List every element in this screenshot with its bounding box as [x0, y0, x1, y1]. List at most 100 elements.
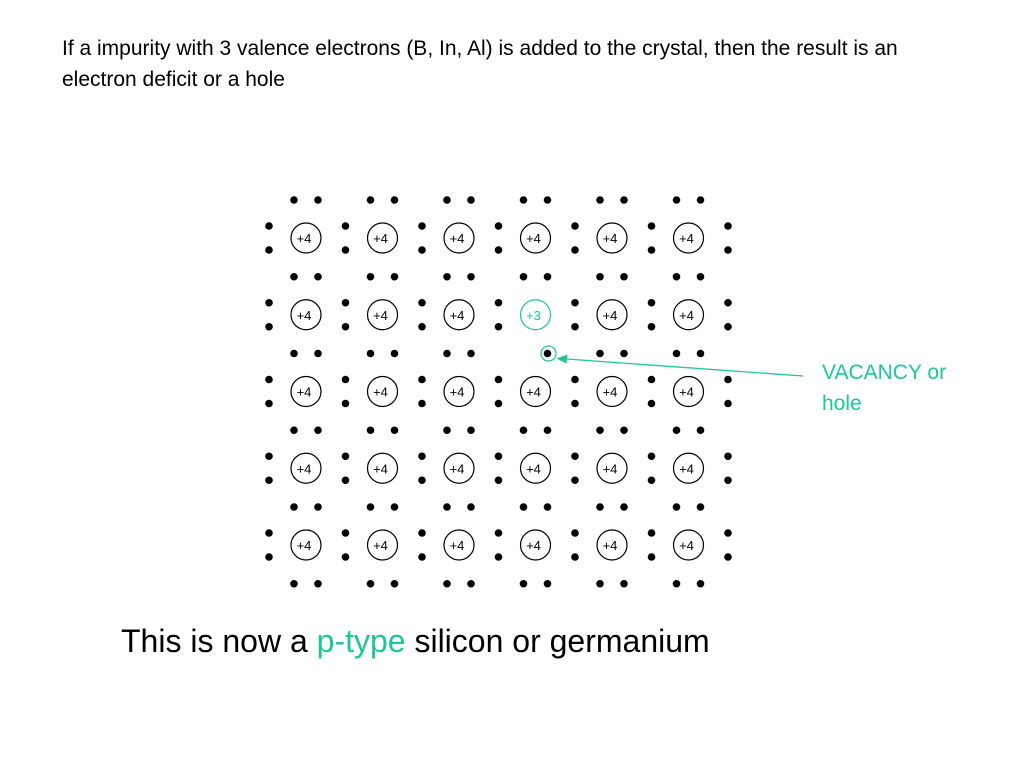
conclusion-suffix: silicon or germanium [405, 623, 710, 659]
electron [672, 503, 681, 511]
electron [390, 503, 399, 511]
electron [341, 375, 350, 384]
electron [724, 322, 732, 331]
electron [418, 222, 426, 230]
atom: +4 [596, 375, 628, 408]
atom-label: +4 [450, 461, 465, 476]
electron [724, 476, 732, 485]
electron [596, 503, 604, 511]
electron [647, 529, 656, 537]
electron [494, 529, 503, 537]
atom-label: +4 [526, 538, 541, 553]
electron [647, 452, 656, 461]
electron [620, 426, 628, 435]
electron [290, 272, 298, 281]
electron [443, 579, 451, 588]
atom-circle [366, 529, 399, 561]
electron [443, 503, 451, 511]
electron [620, 349, 628, 358]
electron [314, 579, 322, 588]
electron [672, 272, 681, 281]
electron [724, 375, 732, 384]
atom-label: +4 [297, 461, 312, 476]
atom: +4 [443, 375, 475, 408]
electron [443, 272, 451, 281]
electron [341, 246, 350, 254]
electron [724, 529, 732, 537]
atom-label: +4 [603, 538, 618, 553]
electron [519, 272, 528, 281]
electron [366, 503, 375, 511]
electron [696, 426, 705, 435]
atom-label: +4 [679, 538, 694, 553]
atom-label: +4 [373, 231, 388, 246]
electron [494, 298, 503, 307]
atom-label: +4 [373, 461, 388, 476]
electron [443, 426, 451, 435]
atom-circle [443, 452, 475, 484]
atom-circle [519, 299, 552, 331]
atom-circle [672, 452, 705, 484]
electron [672, 349, 681, 358]
electron [366, 349, 375, 358]
electron [571, 553, 579, 561]
electron [596, 196, 604, 204]
atom: +4 [672, 299, 705, 331]
electron [647, 322, 656, 331]
atom: +4 [443, 299, 475, 331]
electron [265, 399, 273, 408]
atom: +4 [443, 529, 475, 561]
electron [647, 553, 656, 561]
electron [290, 349, 298, 358]
atom-circle [596, 375, 628, 408]
electron [443, 196, 451, 204]
electron [724, 246, 732, 254]
electron [341, 476, 350, 485]
electron [494, 222, 503, 230]
electron [596, 349, 604, 358]
electron [724, 553, 732, 561]
electron [341, 452, 350, 461]
electron [620, 196, 628, 204]
electron [418, 452, 426, 461]
electron [620, 272, 628, 281]
p-type-highlight: p-type [316, 623, 406, 659]
electron [620, 503, 628, 511]
electron [418, 476, 426, 485]
electron [519, 426, 528, 435]
electron [647, 298, 656, 307]
atom-label: +4 [526, 385, 541, 400]
impurity-atom: +3 [519, 299, 552, 331]
atom-label: +4 [297, 538, 312, 553]
atom-circle [443, 299, 475, 331]
electron [467, 503, 475, 511]
electron [341, 222, 350, 230]
atom-circle [519, 375, 552, 408]
atom-circle [290, 222, 322, 254]
atom-label: +4 [450, 308, 465, 323]
electron [647, 222, 656, 230]
atom-circle [443, 375, 475, 408]
electron [290, 196, 298, 204]
electron [265, 375, 273, 384]
atom-circle [519, 222, 552, 254]
atom-circle [596, 222, 628, 254]
atom-label: +4 [603, 308, 618, 323]
atom-label: +3 [526, 308, 541, 323]
atom-label: +4 [679, 461, 694, 476]
electron [467, 272, 475, 281]
electron [543, 196, 552, 204]
atom: +4 [290, 299, 322, 331]
atom: +4 [290, 222, 322, 254]
electron [647, 476, 656, 485]
atom-label: +4 [450, 231, 465, 246]
atom: +4 [290, 529, 322, 561]
electron [571, 298, 579, 307]
electron [596, 579, 604, 588]
electron [724, 222, 732, 230]
atom: +4 [672, 222, 705, 254]
lattice-electrons [265, 196, 732, 588]
electron [290, 426, 298, 435]
hole-circle [540, 345, 557, 362]
